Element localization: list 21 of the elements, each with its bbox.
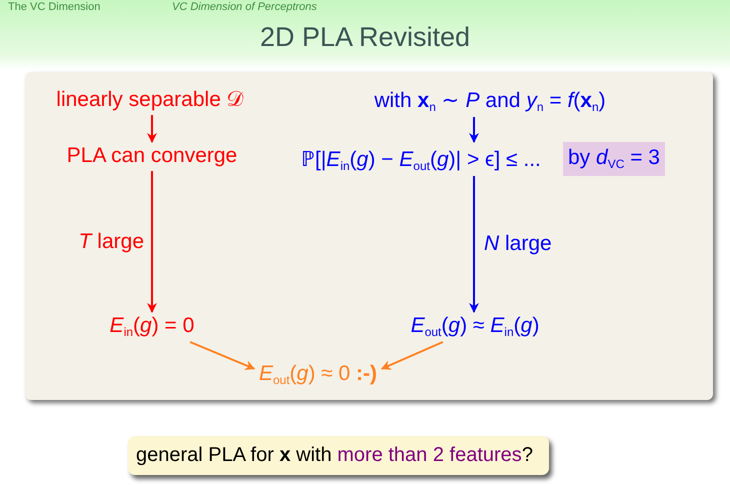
header-text: VC Dimension of Perceptrons bbox=[172, 1, 317, 13]
arrow bbox=[147, 171, 157, 313]
arrow bbox=[190, 341, 256, 370]
highlighted-text: by d$_{VC}$ = 3 bbox=[563, 142, 665, 176]
math-text: with x$_{n}$ ∼ P and y$_{n}$ = f(x$_{n}$) bbox=[374, 88, 606, 114]
math-text: E$_{out}$(g) ≈ E$_{in}$(g) bbox=[410, 314, 540, 339]
math-text: ℙ[|E$_{in}$(g) − E$_{out}$(g)| > ϵ] ≤ ... bbox=[301, 144, 541, 173]
arrow bbox=[147, 115, 157, 143]
math-text: E$_{out}$(g) ≈ 0 :-) bbox=[258, 362, 378, 387]
slide-title: 2D PLA Revisited bbox=[258, 22, 472, 53]
question-note: general PLA for x with more than 2 features? bbox=[128, 436, 549, 475]
math-text: E$_{in}$(g) = 0 bbox=[110, 314, 194, 339]
content-panel bbox=[25, 72, 713, 400]
arrow bbox=[469, 176, 479, 313]
arrow bbox=[469, 117, 479, 143]
math-text: linearly separable 𝒟 bbox=[56, 88, 244, 112]
edge-label: N large bbox=[484, 232, 552, 256]
header-text: The VC Dimension bbox=[8, 1, 100, 13]
arrow bbox=[380, 341, 444, 370]
math-text: PLA can converge bbox=[66, 144, 238, 168]
edge-label: T large bbox=[78, 230, 144, 254]
